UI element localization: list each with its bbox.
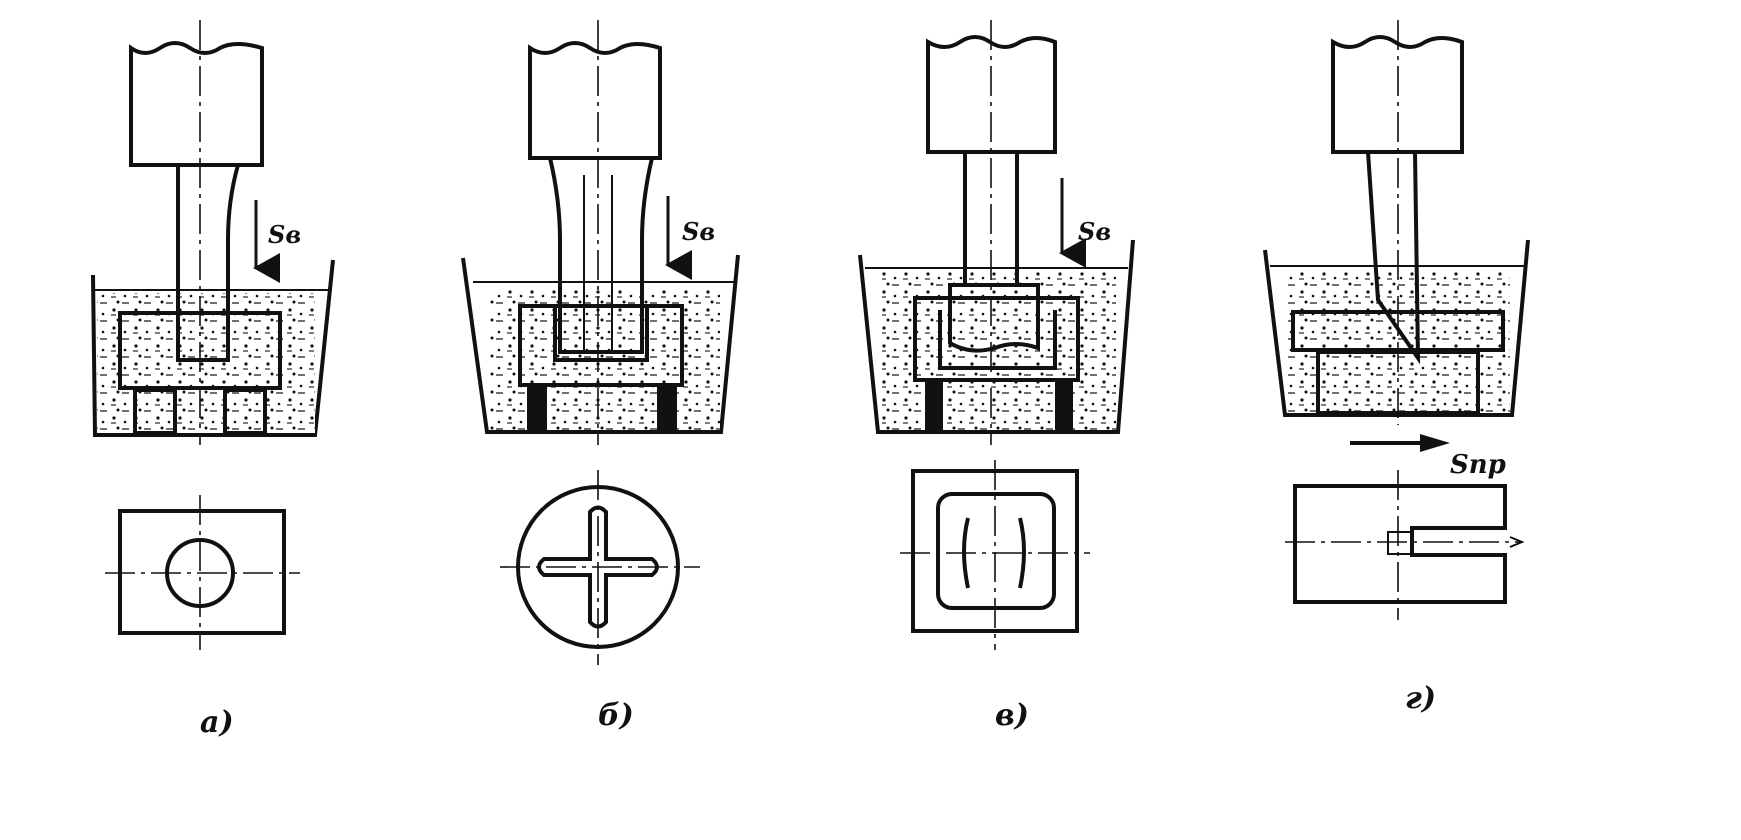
feed-label-v: Sв xyxy=(1078,217,1111,246)
feed-label-b: Sв xyxy=(682,217,715,246)
feed-label-g: Sпр xyxy=(1450,450,1506,480)
support-blocks-b xyxy=(527,387,677,430)
caption-a: а) xyxy=(200,705,234,740)
workpiece-v xyxy=(913,296,1080,382)
support-blocks-v xyxy=(925,382,1073,430)
caption-g: г) xyxy=(1405,681,1436,716)
panel-v: Sв в) xyxy=(858,20,1135,733)
workpiece-b xyxy=(518,304,684,387)
feed-arrow-a: Sв xyxy=(253,200,301,283)
plan-view-v xyxy=(900,460,1090,650)
panel-g: Sпр г) xyxy=(1263,20,1530,716)
electrode-holder-g xyxy=(1331,35,1464,154)
tool-electrode-b xyxy=(548,157,654,354)
tool-electrode-v xyxy=(948,152,1040,353)
caption-b: б) xyxy=(598,698,634,733)
plan-view-g xyxy=(1285,470,1525,620)
tool-electrode-g xyxy=(1366,151,1421,365)
electrode-holder-v xyxy=(926,35,1057,154)
tank-v xyxy=(858,239,1135,434)
electrode-holder-a xyxy=(129,41,264,167)
plan-view-a xyxy=(105,495,300,650)
feed-label-a: Sв xyxy=(268,220,301,249)
feed-arrow-b: Sв xyxy=(665,196,715,280)
tool-electrode-a xyxy=(175,164,240,362)
tank-a xyxy=(91,259,335,437)
feed-arrow-g: Sпр xyxy=(1350,434,1506,480)
panel-a: Sв а) xyxy=(91,20,335,740)
tank-b xyxy=(461,254,740,434)
electrode-holder-b xyxy=(528,41,662,160)
support-blocks-a xyxy=(133,388,267,435)
tank-g xyxy=(1263,239,1530,417)
panel-b: Sв б) xyxy=(461,20,740,733)
plan-view-b xyxy=(500,470,700,665)
feed-arrow-v: Sв xyxy=(1059,178,1111,268)
caption-v: в) xyxy=(995,698,1029,733)
